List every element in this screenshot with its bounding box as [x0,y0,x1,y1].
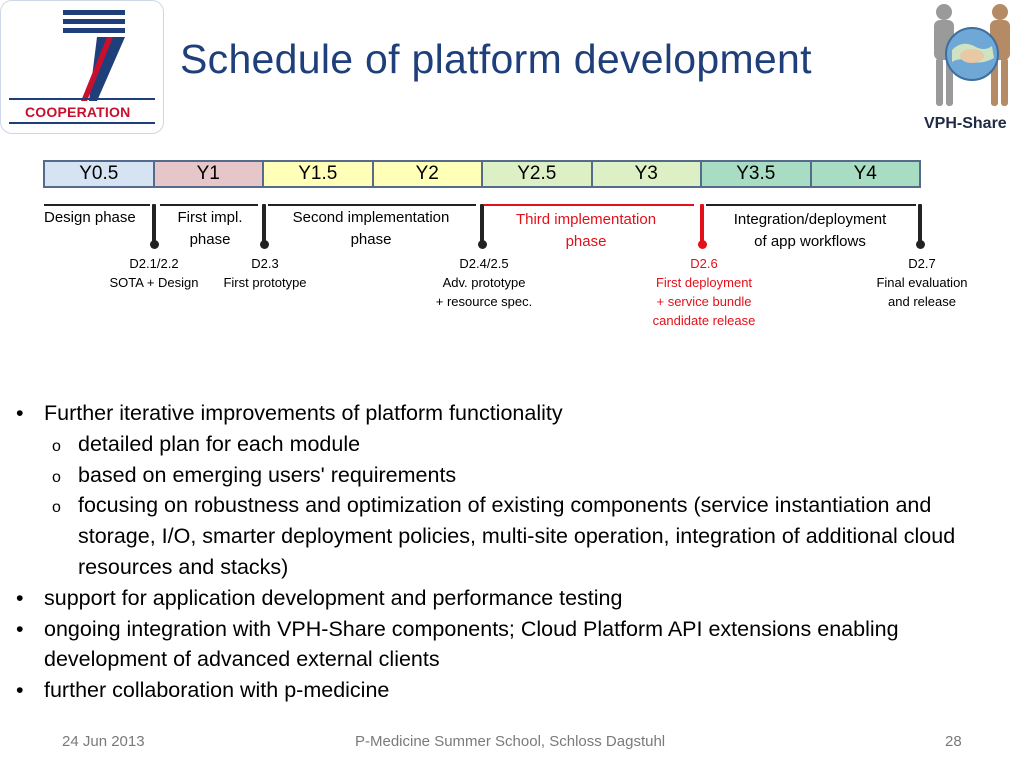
phase-bracket-integration [706,204,916,206]
milestone-dot-d2-6 [697,240,707,249]
timeline-cell: Y1.5 [264,162,374,186]
bullet-item: •support for application development and… [16,583,1006,614]
sub-bullet-marker: o [52,499,61,517]
page-title: Schedule of platform development [180,36,812,82]
bullet-marker: • [16,678,24,703]
bullet-list: •Further iterative improvements of platf… [16,398,1006,706]
milestone-tick-d2-3 [262,204,266,244]
phase-bracket-design [44,204,150,206]
timeline-cell: Y2.5 [483,162,593,186]
vph-share-logo: VPH-Share [922,0,1022,135]
footer-event: P-Medicine Summer School, Schloss Dagstu… [355,733,666,750]
timeline-cell: Y3 [592,162,702,186]
milestone-tick-d2-7 [918,204,922,244]
bullet-item: •Further iterative improvements of platf… [16,398,1006,429]
milestone-dot-d2-3 [259,240,269,249]
milestone-dot-d2-1 [149,240,159,249]
milestone-tick-d2-6 [700,204,704,244]
phase-bracket-third [484,204,694,206]
fp7-seven-icon [9,10,155,124]
footer-date: 24 Jun 2013 [62,733,145,750]
fp7-cooperation-logo: COOPERATION [0,0,164,134]
phase-bracket-second [268,204,476,206]
phase-design: Design phase [44,209,136,226]
bullet-item: •ongoing integration with VPH-Share comp… [16,614,1006,676]
milestone-tick-d2-4 [480,204,484,244]
timeline-cell: Y1 [154,162,264,186]
timeline-cell: Y3.5 [702,162,812,186]
footer-page-number: 28 [945,733,962,750]
phase-bracket-first [160,204,258,206]
bullet-marker: • [16,616,24,641]
bullet-marker: • [16,585,24,610]
bullet-item: •further collaboration with p-medicine [16,675,1006,706]
vph-figures-globe-icon [934,4,1010,106]
milestone-dot-d2-4 [477,240,487,249]
timeline-cell: Y2 [373,162,483,186]
phase-first-impl: First impl.phase [177,209,243,248]
vph-logo-text: VPH-Share [924,115,1007,132]
milestone-dot-d2-7 [915,240,925,249]
sub-bullet-marker: o [52,437,61,455]
sub-bullet-marker: o [52,468,61,486]
milestone-tick-d2-1 [152,204,156,244]
timeline-cell: Y4 [811,162,919,186]
fp7-logo-text: COOPERATION [25,104,131,120]
timeline-cell: Y0.5 [45,162,155,186]
bullet-marker: • [16,401,24,425]
